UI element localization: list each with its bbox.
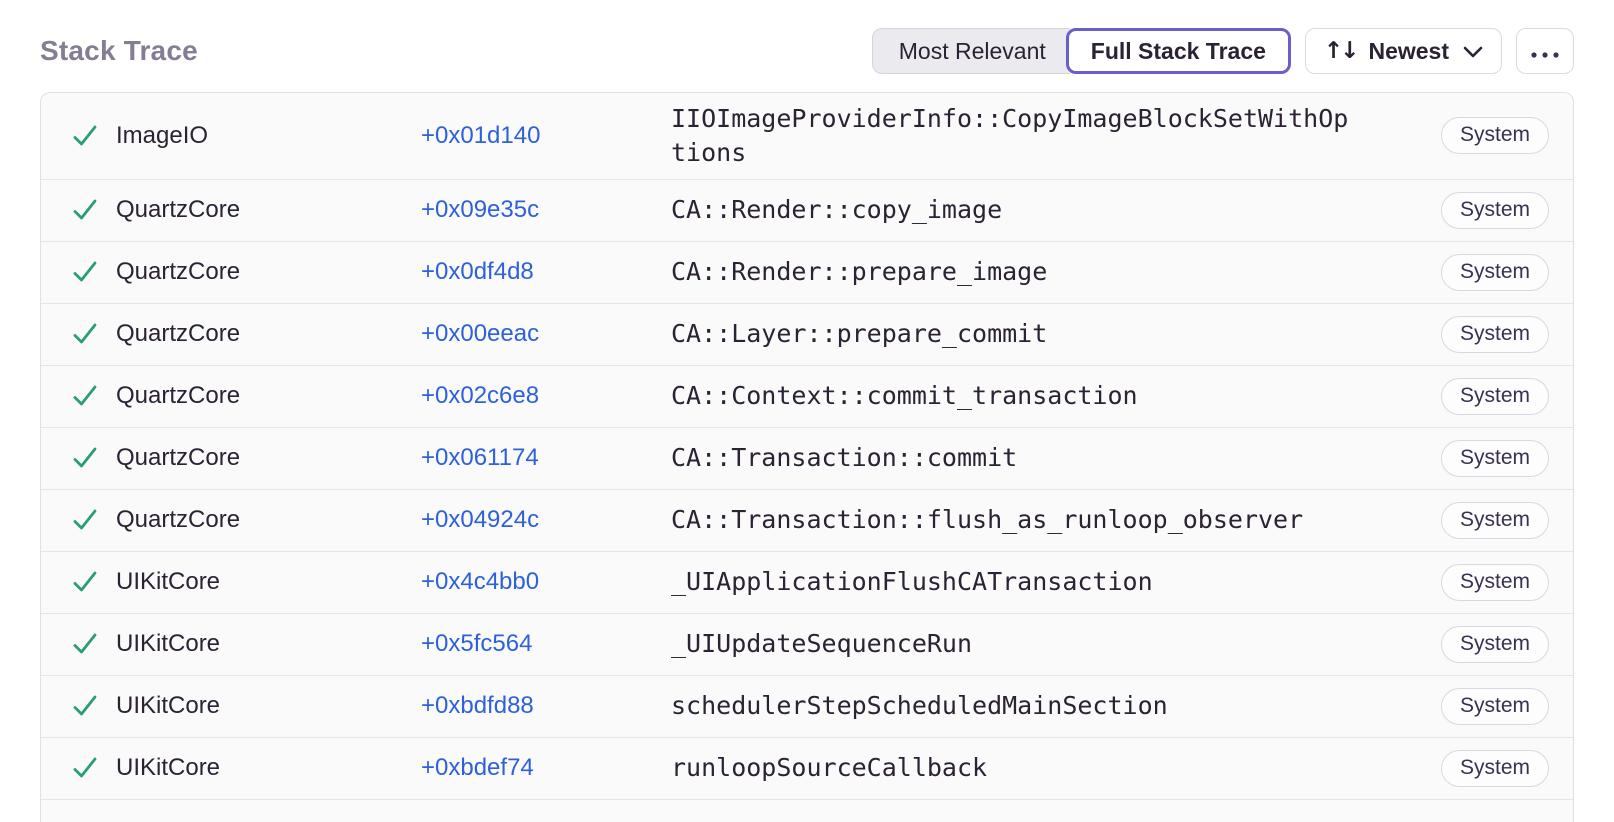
stack-trace-header: Stack Trace Most Relevant Full Stack Tra… [0, 0, 1614, 92]
offset-link[interactable]: +0x5fc564 [421, 630, 533, 657]
offset-link[interactable]: +0xbdfd88 [421, 692, 534, 719]
system-badge: System [1440, 687, 1549, 725]
function-name: CA::Context::commit_transaction [671, 381, 1138, 411]
offset-link[interactable]: +0xbdef74 [421, 754, 534, 781]
offset-link[interactable]: +0x09e35c [421, 196, 540, 223]
system-badge: System [1440, 117, 1549, 155]
module-name: UIKitCore [116, 754, 221, 781]
offset-link[interactable]: +0x00eeac [421, 320, 540, 347]
sort-newest-button[interactable]: ↑↓ Newest [1304, 28, 1502, 74]
table-row[interactable]: UIKitCore +0x5fc564 _UIUpdateSequenceRun… [41, 613, 1573, 676]
header-controls: Most Relevant Full Stack Trace ↑↓ Newest [871, 28, 1574, 74]
system-badge: System [1440, 315, 1549, 353]
function-name: CA::Render::copy_image [671, 195, 1003, 225]
module-name: ImageIO [116, 121, 209, 149]
sort-arrows-icon: ↑↓ [1323, 38, 1360, 64]
check-icon [71, 506, 116, 534]
stack-trace-rows: ImageIO +0x01d140 IIOImageProviderInfo::… [41, 93, 1573, 800]
check-icon [71, 258, 116, 286]
module-name: QuartzCore [116, 258, 241, 285]
module-name: UIKitCore [116, 630, 221, 657]
check-icon [71, 568, 116, 596]
system-badge: System [1440, 377, 1549, 415]
table-row[interactable]: QuartzCore +0x0df4d8 CA::Render::prepare… [41, 241, 1573, 304]
ellipsis-icon [1530, 38, 1560, 65]
system-badge: System [1440, 501, 1549, 539]
module-name: QuartzCore [116, 506, 241, 533]
module-name: QuartzCore [116, 382, 241, 409]
check-icon [71, 630, 116, 658]
check-icon [71, 692, 116, 720]
system-badge: System [1440, 191, 1549, 229]
module-name: UIKitCore [116, 692, 221, 719]
stack-trace-table: ImageIO +0x01d140 IIOImageProviderInfo::… [40, 92, 1574, 822]
table-row[interactable]: QuartzCore +0x09e35c CA::Render::copy_im… [41, 179, 1573, 242]
table-row[interactable]: QuartzCore +0x061174 CA::Transaction::co… [41, 427, 1573, 490]
function-name: CA::Transaction::flush_as_runloop_observ… [671, 505, 1304, 535]
view-toggle: Most Relevant Full Stack Trace [871, 28, 1291, 74]
system-badge: System [1440, 749, 1549, 787]
system-badge: System [1440, 625, 1549, 663]
offset-link[interactable]: +0x4c4bb0 [421, 568, 540, 595]
system-badge: System [1440, 439, 1549, 477]
chevron-down-icon [1463, 38, 1483, 65]
table-row[interactable]: QuartzCore +0x00eeac CA::Layer::prepare_… [41, 303, 1573, 366]
table-row[interactable]: QuartzCore +0x04924c CA::Transaction::fl… [41, 489, 1573, 552]
offset-link[interactable]: +0x061174 [421, 444, 539, 471]
check-icon [71, 754, 116, 782]
module-name: QuartzCore [116, 320, 241, 347]
check-icon [71, 382, 116, 410]
check-icon [71, 444, 116, 472]
module-name: QuartzCore [116, 196, 241, 223]
module-name: UIKitCore [116, 568, 221, 595]
table-row[interactable]: UIKitCore +0xbdfd88 schedulerStepSchedul… [41, 675, 1573, 738]
offset-link[interactable]: +0x0df4d8 [421, 258, 534, 285]
function-name: runloopSourceCallback [671, 753, 988, 783]
full-stack-trace-button[interactable]: Full Stack Trace [1065, 28, 1291, 74]
system-badge: System [1440, 253, 1549, 291]
function-name: CA::Layer::prepare_commit [671, 319, 1048, 349]
check-icon [71, 196, 116, 224]
system-badge: System [1440, 563, 1549, 601]
table-row[interactable]: ImageIO +0x01d140 IIOImageProviderInfo::… [41, 93, 1573, 180]
offset-link[interactable]: +0x02c6e8 [421, 382, 540, 409]
page-title: Stack Trace [40, 35, 198, 66]
most-relevant-button[interactable]: Most Relevant [871, 28, 1070, 74]
sort-label: Newest [1368, 37, 1449, 64]
check-icon [71, 122, 116, 150]
check-icon [71, 320, 116, 348]
function-name: _UIUpdateSequenceRun [671, 629, 973, 659]
table-row-partial [41, 799, 1573, 822]
function-name: schedulerStepScheduledMainSection [671, 691, 1168, 721]
module-name: QuartzCore [116, 444, 241, 471]
function-name: CA::Transaction::commit [671, 443, 1018, 473]
table-row[interactable]: UIKitCore +0x4c4bb0 _UIApplicationFlushC… [41, 551, 1573, 614]
offset-link[interactable]: +0x01d140 [421, 121, 541, 149]
offset-link[interactable]: +0x04924c [421, 506, 540, 533]
function-name: IIOImageProviderInfo::CopyImageBlockSetW… [671, 104, 1349, 167]
table-row[interactable]: QuartzCore +0x02c6e8 CA::Context::commit… [41, 365, 1573, 428]
function-name: _UIApplicationFlushCATransaction [671, 567, 1153, 597]
table-row[interactable]: UIKitCore +0xbdef74 runloopSourceCallbac… [41, 737, 1573, 800]
more-options-button[interactable] [1516, 28, 1574, 74]
function-name: CA::Render::prepare_image [671, 257, 1048, 287]
